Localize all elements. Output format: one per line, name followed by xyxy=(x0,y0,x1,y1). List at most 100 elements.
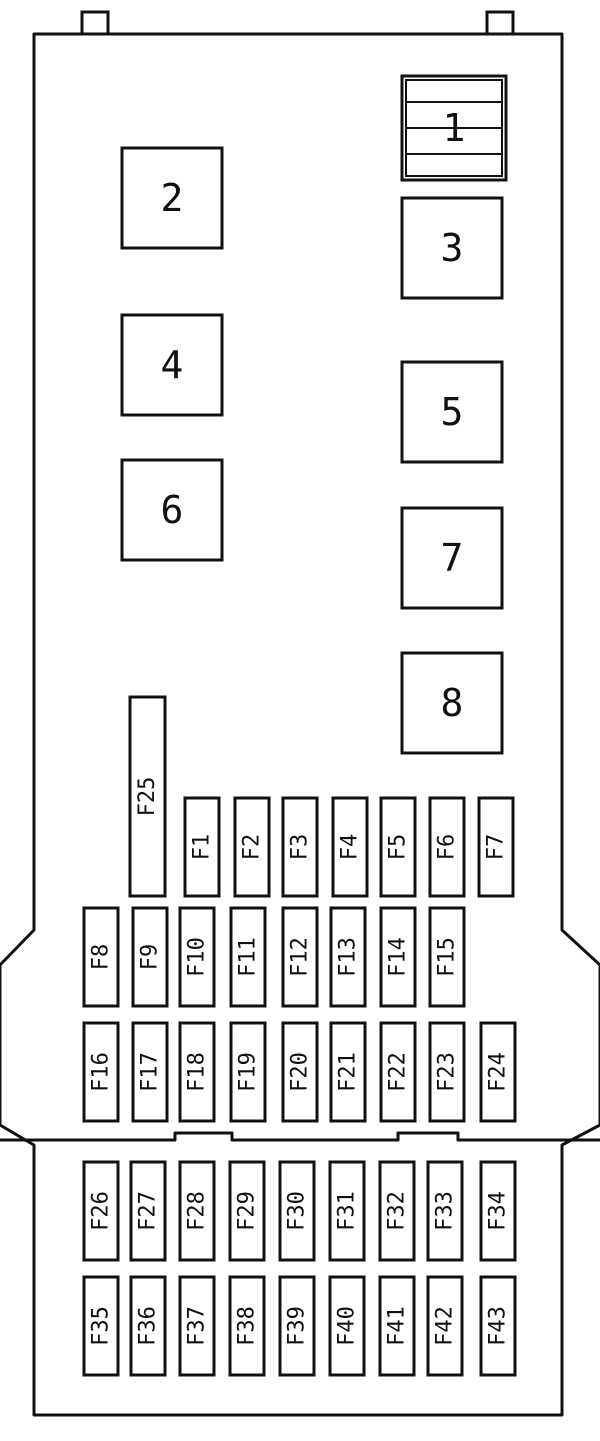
relay-label: 5 xyxy=(441,390,464,434)
fuse-label: F2 xyxy=(240,834,265,861)
relay-6: 6 xyxy=(120,458,224,562)
fuse-box xyxy=(379,906,417,1008)
fuse-f1: F1 xyxy=(183,796,221,898)
relay-2-box xyxy=(120,146,224,250)
fuse-box xyxy=(131,1021,169,1123)
fuse-f38: F38 xyxy=(228,1275,266,1377)
fuse-box xyxy=(229,906,267,1008)
fuse-label: F6 xyxy=(435,834,460,861)
fuse-f23: F23 xyxy=(428,1021,466,1123)
fuse-f27: F27 xyxy=(129,1160,167,1262)
relay-2: 2 xyxy=(120,146,224,250)
fuse-label: F11 xyxy=(236,937,261,977)
relay-7: 7 xyxy=(400,506,504,610)
fuse-label: F13 xyxy=(336,937,361,977)
fuse-label: F30 xyxy=(285,1191,310,1231)
fuse-label: F36 xyxy=(136,1306,161,1346)
fuse-f31: F31 xyxy=(328,1160,366,1262)
fuse-label: F16 xyxy=(89,1052,114,1092)
fuse-label: F37 xyxy=(185,1306,210,1346)
fuse-f33: F33 xyxy=(426,1160,464,1262)
fuse-f42: F42 xyxy=(426,1275,464,1377)
fuse-f21: F21 xyxy=(329,1021,367,1123)
fuse-box xyxy=(178,1275,216,1377)
fuse-box xyxy=(131,906,169,1008)
fuse-label: F10 xyxy=(185,937,210,977)
fuse-label: F27 xyxy=(136,1191,161,1231)
fuse-box xyxy=(128,695,167,898)
fuse-label: F24 xyxy=(486,1052,511,1092)
fuse-label: F26 xyxy=(89,1191,114,1231)
fuse-f4: F4 xyxy=(331,796,369,898)
fuse-label: F8 xyxy=(89,944,114,971)
fuse-label: F29 xyxy=(235,1191,260,1231)
fuse-f8: F8 xyxy=(82,906,120,1008)
fuse-label: F42 xyxy=(433,1306,458,1346)
fuse-label: F23 xyxy=(435,1052,460,1092)
fuse-label: F38 xyxy=(235,1306,260,1346)
fuse-f5: F5 xyxy=(379,796,417,898)
fuse-label: F20 xyxy=(288,1052,313,1092)
fuse-box xyxy=(228,1160,266,1262)
fuse-f35: F35 xyxy=(82,1275,120,1377)
fuse-f3: F3 xyxy=(281,796,319,898)
fuse-f32: F32 xyxy=(378,1160,416,1262)
relay-1: 1 xyxy=(400,74,508,182)
fuse-box xyxy=(183,796,221,898)
relay-label: 1 xyxy=(443,106,466,150)
fuse-box xyxy=(281,1021,319,1123)
fuse-f26: F26 xyxy=(82,1160,120,1262)
fuse-box xyxy=(178,1160,216,1262)
fuse-f6: F6 xyxy=(428,796,466,898)
relay-8-box xyxy=(400,651,504,755)
fuse-f36: F36 xyxy=(129,1275,167,1377)
fuse-label: F7 xyxy=(484,834,509,861)
fuse-box xyxy=(278,1160,316,1262)
fuse-box xyxy=(328,1160,366,1262)
relay-4-box xyxy=(120,313,224,417)
fuse-f12: F12 xyxy=(281,906,319,1008)
fuse-f37: F37 xyxy=(178,1275,216,1377)
fuse-box xyxy=(379,1021,417,1123)
fuse-box xyxy=(378,1275,416,1377)
fuse-label: F28 xyxy=(185,1191,210,1231)
fuse-f16: F16 xyxy=(82,1021,120,1123)
relay-7-box xyxy=(400,506,504,610)
fuse-box xyxy=(82,1021,120,1123)
fuse-label: F35 xyxy=(89,1306,114,1346)
fuse-box xyxy=(229,1021,267,1123)
fuse-f20: F20 xyxy=(281,1021,319,1123)
relay-3: 3 xyxy=(400,196,504,300)
fuse-f11: F11 xyxy=(229,906,267,1008)
fuse-f18: F18 xyxy=(178,1021,216,1123)
fuse-box xyxy=(328,1275,366,1377)
fuse-label: F39 xyxy=(285,1306,310,1346)
fuse-box xyxy=(281,796,319,898)
fuse-label: F32 xyxy=(385,1191,410,1231)
fuse-label: F14 xyxy=(386,937,411,977)
fuse-label: F17 xyxy=(138,1052,163,1092)
fuse-label: F5 xyxy=(386,834,411,861)
relay-3-box xyxy=(400,196,504,300)
fuse-label: F22 xyxy=(386,1052,411,1092)
fuse-box xyxy=(479,1275,517,1377)
fuse-box xyxy=(331,796,369,898)
mounting-tab-left xyxy=(80,10,110,36)
fuse-f34: F34 xyxy=(479,1160,517,1262)
relay-label: 3 xyxy=(441,226,464,270)
fuse-label: F4 xyxy=(338,834,363,861)
fuse-label: F25 xyxy=(135,777,160,817)
relay-4: 4 xyxy=(120,313,224,417)
fuse-box xyxy=(479,1160,517,1262)
fuse-f40: F40 xyxy=(328,1275,366,1377)
fuse-f30: F30 xyxy=(278,1160,316,1262)
fuse-f10: F10 xyxy=(178,906,216,1008)
fuse-label: F33 xyxy=(433,1191,458,1231)
fuse-label: F41 xyxy=(385,1306,410,1346)
fuse-box xyxy=(82,906,120,1008)
fuse-f29: F29 xyxy=(228,1160,266,1262)
fuse-f24: F24 xyxy=(479,1021,517,1123)
fuse-box xyxy=(129,1160,167,1262)
